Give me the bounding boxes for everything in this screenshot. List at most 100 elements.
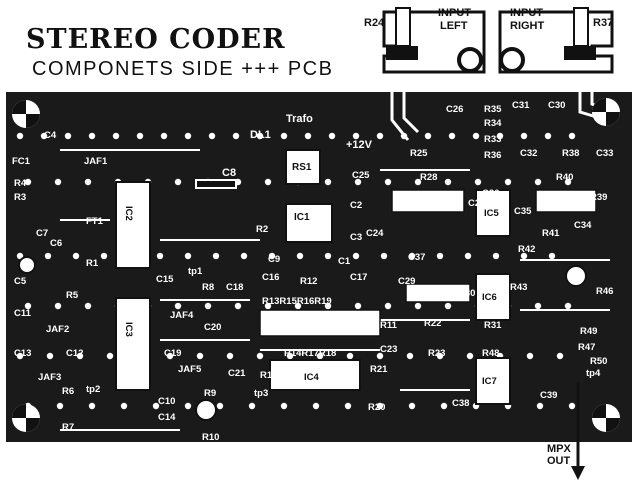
component-label-r14r18: R14R17R18 (284, 348, 336, 359)
component-label-c35: C35 (514, 206, 532, 217)
component-label-r1: R1 (86, 258, 99, 269)
ic1-regulator (285, 203, 333, 243)
label-c8: C8 (222, 167, 236, 179)
solder-pad (316, 352, 324, 360)
component-label-r13: R13 (260, 370, 277, 381)
component-label-r20: R20 (368, 402, 385, 413)
solder-pad (406, 352, 414, 360)
solder-pad (54, 302, 62, 310)
component-label-r28: R28 (420, 172, 437, 183)
component-label-c3: C3 (350, 232, 362, 243)
solder-pad (208, 132, 216, 140)
solder-pad (268, 252, 276, 260)
component-label-r10: R10 (202, 432, 219, 443)
solder-pad (256, 352, 264, 360)
solder-pad (232, 132, 240, 140)
component-label-r47: R47 (578, 342, 595, 353)
solder-pad (196, 352, 204, 360)
label-rs1: RS1 (292, 162, 312, 173)
solder-pad (24, 178, 32, 186)
component-label-r8: R8 (202, 282, 214, 293)
solder-pad (240, 252, 248, 260)
solder-pad (520, 132, 528, 140)
component-label-c32: C32 (520, 148, 537, 159)
solder-pad (344, 402, 352, 410)
component-label-r6: R6 (62, 386, 74, 397)
subtitle-text: COMPONETS SIDE (32, 58, 235, 80)
label-r24: R24 (364, 17, 385, 29)
component-label-c37: C37 (408, 252, 425, 263)
solder-pad (436, 352, 444, 360)
component-label-c1: C1 (338, 256, 351, 267)
component-label-jaf4: JAF4 (170, 310, 194, 321)
solder-pad (436, 252, 444, 260)
component-label-r36: R36 (484, 150, 501, 161)
component-label-tp4: tp4 (586, 368, 601, 379)
label-out: OUT (547, 455, 571, 467)
solder-pad (44, 252, 52, 260)
component-label-tp2: tp2 (86, 384, 100, 395)
component-label-c31: C31 (512, 100, 530, 111)
solder-pad (312, 402, 320, 410)
label-input-right-1: INPUT (510, 7, 543, 19)
solder-pad (544, 132, 552, 140)
solder-pad (174, 178, 182, 186)
solder-pad (304, 132, 312, 140)
solder-pad (444, 302, 452, 310)
solder-pad (520, 252, 528, 260)
solder-pad (324, 178, 332, 186)
component-label-c7: C7 (36, 228, 48, 239)
component-label-r13r19: R13R15R16R19 (262, 296, 332, 307)
solder-pad (492, 252, 500, 260)
mounting-holes (12, 98, 620, 432)
ic2-chip (115, 181, 151, 269)
component-label-c5: C5 (14, 276, 27, 287)
component-label-c39: C39 (540, 390, 557, 401)
component-label-c15: C15 (156, 274, 174, 285)
solder-pad (184, 402, 192, 410)
component-label-r7: R7 (62, 422, 74, 433)
component-label-tp1: tp1 (188, 266, 203, 277)
solder-pad (526, 352, 534, 360)
component-label-c2: C2 (350, 200, 362, 211)
component-label-r38: R38 (562, 148, 579, 159)
solder-pad (84, 302, 92, 310)
solder-pad (76, 352, 84, 360)
component-label-c16: C16 (262, 272, 279, 283)
solder-pad (548, 252, 556, 260)
component-label-ic4: IC4 (304, 372, 320, 383)
component-label-tp3: tp3 (254, 388, 268, 399)
resistor-array (259, 309, 381, 337)
solder-pad (464, 252, 472, 260)
solder-pad (72, 252, 80, 260)
component-label-r23: R23 (428, 348, 445, 359)
solder-pad (408, 402, 416, 410)
component-label-r34: R34 (484, 118, 502, 129)
solder-pad (280, 132, 288, 140)
solder-pad (264, 178, 272, 186)
solder-pad (324, 302, 332, 310)
solder-pad (234, 302, 242, 310)
solder-pad (568, 132, 576, 140)
solder-pad (204, 302, 212, 310)
solder-pad (136, 132, 144, 140)
solder-pad (212, 252, 220, 260)
label-mpx: MPX (547, 443, 572, 455)
solder-pad (376, 352, 384, 360)
solder-pad (376, 132, 384, 140)
ic5-chip (475, 189, 511, 237)
component-label-ic3: IC3 (123, 322, 134, 337)
label-input-left-1: INPUT (438, 7, 471, 19)
solder-pad (184, 132, 192, 140)
label-trafo: Trafo (286, 113, 313, 125)
component-label-ic7: IC7 (482, 376, 497, 387)
solder-pad (414, 178, 422, 186)
solder-pad (166, 352, 174, 360)
component-label-jaf1: JAF1 (84, 156, 108, 167)
component-label-c13: C13 (14, 348, 31, 359)
solder-pad (496, 132, 504, 140)
component-label-r42: R42 (518, 244, 535, 255)
component-label-r4: R4 (14, 178, 27, 189)
solder-pad (504, 178, 512, 186)
